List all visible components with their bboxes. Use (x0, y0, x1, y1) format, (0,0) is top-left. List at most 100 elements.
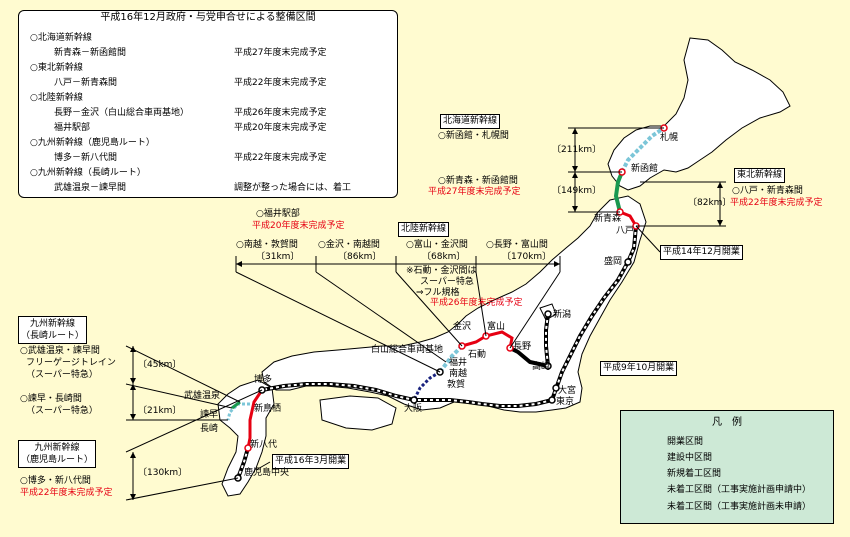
summary-section-2: 八戸－新青森間 (54, 78, 118, 88)
hokuriku-note-1: ※石動・金沢間は (406, 266, 477, 276)
kagoshima-distance: 〔130km〕 (138, 468, 188, 478)
nagasaki-distance-1: 〔45km〕 (138, 360, 182, 370)
hokuriku-note-status: 平成26年度末完成予定 (430, 298, 523, 308)
station-shintosu: 新鳥栖 (254, 404, 282, 414)
station-tokyo: 東京 (556, 397, 575, 407)
hokuriku-fukui-status: 平成20年度末完成予定 (252, 221, 345, 231)
legend-item-open: 開業区間 (667, 437, 704, 447)
line-tsuruga-osaka (412, 370, 441, 401)
summary-status-5: 平成22年度末完成予定 (234, 153, 327, 163)
station-isurugi: 石動 (468, 350, 487, 360)
station-niigata: 新潟 (553, 310, 572, 320)
station-kagoshima-chuo: 鹿児島中央 (244, 468, 290, 478)
summary-status-6: 調整が整った場合には、着工 (234, 183, 352, 193)
line-shinyatsushiro-kagoshima (236, 447, 250, 479)
station-isahaya: 諫早 (200, 410, 219, 420)
line-niigata-takasaki (544, 313, 550, 367)
station-sapporo: 札幌 (660, 133, 679, 143)
summary-status-2: 平成22年度末完成予定 (234, 78, 327, 88)
station-takasaki: 高崎 (532, 362, 551, 372)
station-dot-osaka (410, 396, 418, 404)
nagasaki-section-1c: （スーパー特急） (26, 370, 98, 380)
nagasaki-route-header: 九州新幹線 （長崎ルート） (18, 316, 88, 344)
hokuriku-distance-3: 〔68km〕 (422, 252, 466, 262)
summary-section-4: 福井駅部 (54, 123, 91, 133)
summary-box: 平成16年12月政府・与党申合せによる整備区間 (18, 10, 398, 198)
station-takeo-onsen: 武雄温泉 (184, 391, 221, 401)
nagasaki-distance-2: 〔21km〕 (138, 406, 182, 416)
hokuriku-header: 北陸新幹線 (398, 222, 450, 237)
station-shinhakodate: 新函館 (631, 164, 659, 174)
line-kanazawa-tsuruga (438, 344, 464, 374)
tohoku-distance: 〔82km〕 (688, 198, 732, 208)
station-hakusan-depot: 白山総合車両基地 (371, 345, 444, 355)
station-dot-takasaki (544, 362, 552, 370)
kagoshima-section: ○博多・新八代間 (20, 476, 91, 486)
station-osaka: 大阪 (404, 404, 423, 414)
hokkaido-distance-1: 〔211km〕 (552, 145, 602, 155)
hokuriku-fukui: ○福井駅部 (256, 209, 300, 219)
kagoshima-open-date: 平成16年3月開業 (272, 454, 350, 469)
station-dot-niigata (544, 310, 552, 318)
hokkaido-island (607, 37, 791, 191)
station-kanazawa: 金沢 (453, 322, 472, 332)
hokuriku-section-2: ○金沢・南越間 (318, 240, 380, 250)
line-shinhakodate-sapporo (620, 126, 666, 173)
station-toyama: 富山 (487, 322, 506, 332)
station-nanetsu: 南越 (449, 369, 468, 379)
hokkaido-sec2: ○新青森・新函館間 (438, 176, 518, 186)
summary-line-4: ○九州新幹線（鹿児島ルート） (30, 138, 155, 148)
nagasaki-route-header-line2: （長崎ルート） (21, 331, 85, 341)
line-hakata-shinyatsushiro (246, 389, 264, 449)
hokuriku-section-4: ○長野・富山間 (486, 240, 548, 250)
hokkaido-sec2-status: 平成27年度末完成予定 (428, 187, 521, 197)
hokuriku-note-2: スーパー特急 (420, 277, 474, 287)
summary-section-1: 新青森－新函館間 (54, 48, 127, 58)
tohoku-status: 平成22年度末完成予定 (730, 198, 823, 208)
legend-item-plan-not-applied: 未着工区間（工事実施計画未申請） (667, 502, 812, 512)
station-nagano: 長野 (513, 342, 532, 352)
kagoshima-route-header-line1: 九州新幹線 (34, 443, 80, 453)
station-dot-shinyatsushiro (244, 444, 252, 452)
hokuriku-section-1: ○南越・敦賀間 (236, 240, 298, 250)
station-dot-omiya (552, 384, 560, 392)
kagoshima-route-header-line2: （鹿児島ルート） (21, 455, 94, 465)
legend-item-plan-applied: 未着工区間（工事実施計画申請中） (667, 485, 812, 495)
kyushu-island (217, 379, 275, 497)
summary-line-3: ○北陸新幹線 (30, 93, 83, 103)
legend-title: 凡 例 (712, 417, 742, 428)
tohoku-sec: ○八戸・新青森間 (732, 186, 803, 196)
line-nagano-kanazawa (461, 330, 514, 349)
kagoshima-status: 平成22年度末完成予定 (20, 488, 113, 498)
summary-status-3: 平成26年度末完成予定 (234, 108, 327, 118)
hokuriku-distance-1: 〔31km〕 (256, 252, 300, 262)
legend-box: 凡 例 開業区間 建設中区間 新規着工区間 未着工区間（工事実施計画申請中） 未… (620, 410, 834, 524)
station-morioka: 盛岡 (604, 257, 623, 267)
legend-item-new-construction: 新規着工区間 (667, 469, 722, 479)
hokkaido-distance-2: 〔149km〕 (552, 186, 602, 196)
summary-section-3: 長野－金沢（白山総合車両基地） (54, 108, 190, 118)
station-hachinohe: 八戸 (616, 226, 635, 236)
nagasaki-section-2: ○諫早・長崎間 (20, 394, 82, 404)
station-tsuruga: 敦賀 (447, 380, 466, 390)
station-hakata: 博多 (254, 375, 273, 385)
line-shinaomori-shinhakodate (613, 171, 624, 213)
line-takasaki-nagano (509, 346, 549, 368)
summary-line-1: ○北海道新幹線 (30, 33, 92, 43)
summary-section-6: 武雄温泉－諫早間 (54, 183, 127, 193)
hokkaido-header: 北海道新幹線 (440, 114, 501, 129)
hokuriku-section-3: ○富山・金沢間 (406, 240, 468, 250)
station-dot-morioka (624, 258, 632, 266)
nagasaki-section-2b: （スーパー特急） (26, 406, 98, 416)
station-shinyatsushiro: 新八代 (250, 440, 278, 450)
station-dot-tokyo (548, 396, 556, 404)
nagasaki-section-1: ○武雄温泉・諫早間 (20, 346, 100, 356)
station-fukui: 福井 (449, 358, 468, 368)
hokkaido-sec1: ○新函館・札幌間 (438, 131, 509, 141)
kagoshima-route-header: 九州新幹線 （鹿児島ルート） (18, 440, 97, 468)
nagasaki-route-header-line1: 九州新幹線 (30, 319, 76, 329)
summary-status-4: 平成20年度末完成予定 (234, 123, 327, 133)
summary-line-2: ○東北新幹線 (30, 63, 83, 73)
line-tokyo-hachinohe (550, 225, 638, 401)
station-omiya: 大宮 (558, 386, 577, 396)
